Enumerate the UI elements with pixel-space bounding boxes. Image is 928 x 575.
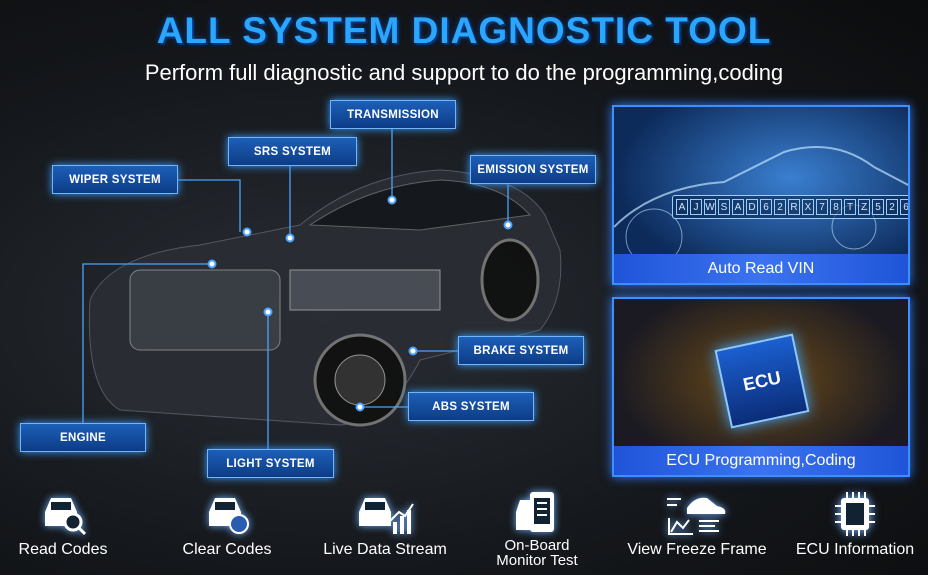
xray-car-image: [614, 146, 908, 257]
page-title: ALL SYSTEM DIAGNOSTIC TOOL: [156, 10, 772, 51]
feature-label: ECU Information: [795, 541, 915, 558]
vin-char: T: [844, 199, 856, 215]
tag-light-system: LIGHT SYSTEM: [207, 449, 334, 478]
vin-char: S: [718, 199, 730, 215]
ecu-chip-icon: ECU: [714, 333, 810, 429]
tag-wiper-system: WIPER SYSTEM: [52, 165, 178, 194]
vin-char: A: [732, 199, 744, 215]
vin-char: Z: [858, 199, 870, 215]
vin-char: X: [802, 199, 814, 215]
tag-emission-system: EMISSION SYSTEM: [470, 155, 596, 184]
vin-char: 8: [830, 199, 842, 215]
vin-char: 6: [900, 199, 908, 215]
vin-char: 6: [760, 199, 772, 215]
tag-transmission: TRANSMISSION: [330, 100, 456, 129]
vin-char: 5: [872, 199, 884, 215]
freeze-frame-icon: [667, 497, 726, 535]
feature-label: On-Board Monitor Test: [496, 537, 578, 569]
vin-char: 7: [816, 199, 828, 215]
vin-char: J: [690, 199, 702, 215]
feature-read-codes: Read Codes: [0, 492, 138, 558]
vin-caption: Auto Read VIN: [614, 254, 908, 283]
feature-label: Clear Codes: [182, 541, 272, 558]
vin-char: W: [704, 199, 716, 215]
vin-char: 2: [774, 199, 786, 215]
car-illustration: [88, 169, 562, 427]
vin-char: A: [676, 199, 688, 215]
chip-icon: [835, 492, 875, 536]
vin-char: D: [746, 199, 758, 215]
feature-label: Read Codes: [18, 541, 108, 558]
vin-char: 2: [886, 199, 898, 215]
feature-label: Live Data Stream: [323, 541, 447, 558]
car-clear-icon: [209, 498, 249, 534]
feature-label: View Freeze Frame: [627, 541, 767, 558]
car-phone-icon: [516, 492, 554, 532]
car-chart-icon: [359, 498, 414, 534]
feature-ecu-information: ECU Information: [780, 492, 928, 558]
ecu-panel: ECU ECU Programming,Coding: [612, 297, 910, 477]
page-subtitle: Perform full diagnostic and support to d…: [144, 60, 784, 85]
ecu-caption: ECU Programming,Coding: [614, 446, 908, 475]
tag-engine: ENGINE: [20, 423, 146, 452]
car-search-icon: [45, 498, 87, 536]
feature-view-freeze-frame: View Freeze Frame: [622, 492, 772, 558]
feature-live-data-stream: Live Data Stream: [310, 492, 460, 558]
tag-abs-system: ABS SYSTEM: [408, 392, 534, 421]
tag-brake-system: BRAKE SYSTEM: [458, 336, 584, 365]
vin-char: R: [788, 199, 800, 215]
feature-on-board-monitor-test: On-Board Monitor Test: [462, 490, 612, 568]
feature-clear-codes: Clear Codes: [152, 492, 302, 558]
tag-srs-system: SRS SYSTEM: [228, 137, 357, 166]
